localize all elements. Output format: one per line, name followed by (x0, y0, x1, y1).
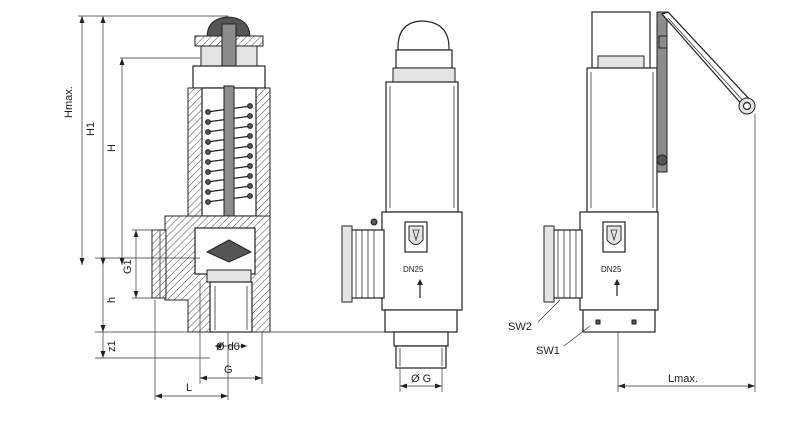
h-upper-label: H (106, 144, 118, 152)
horizontal-dimensions-left (154, 282, 263, 400)
section-view (151, 16, 271, 333)
front-view: DN25 (341, 20, 463, 392)
vertical-dimensions (78, 15, 393, 359)
shield-logo-icon (404, 221, 428, 253)
front-cap (397, 20, 450, 51)
flow-arrow-icon (417, 279, 423, 298)
nominal-size-label: DN25 (403, 265, 424, 274)
side-view-with-lever: DN25 (537, 11, 756, 392)
shield-logo-icon (602, 221, 626, 253)
d0-label: Ø d0 (216, 341, 240, 353)
g1-label: G1 (122, 259, 134, 274)
sw1-label: SW1 (536, 345, 560, 357)
h-lower-label: h (106, 297, 118, 303)
phi-g-label: Ø G (411, 373, 431, 385)
lifting-lever (656, 11, 756, 173)
g-label: G (224, 364, 233, 376)
h1-label: H1 (85, 122, 97, 136)
l-label: L (186, 382, 192, 394)
nominal-size-label-right: DN25 (601, 265, 622, 274)
hmax-label: Hmax. (63, 86, 75, 118)
flow-arrow-icon (614, 279, 620, 296)
lmax-label: Lmax. (668, 373, 698, 385)
sw2-label: SW2 (508, 321, 532, 333)
z1-label: z1 (106, 340, 118, 352)
